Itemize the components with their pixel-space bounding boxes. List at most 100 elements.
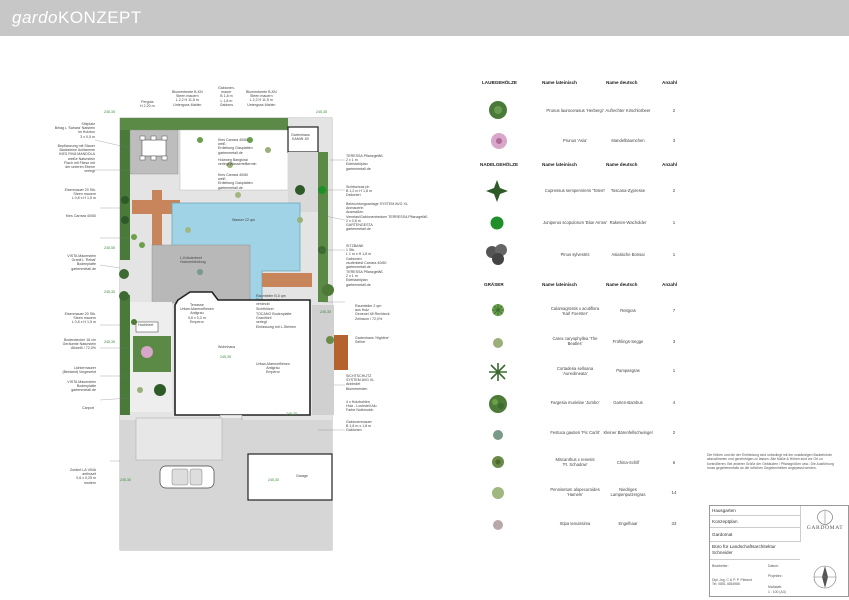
elevation-mark: 245,30 xyxy=(268,478,279,482)
elevation-mark: 245,55 xyxy=(104,246,115,250)
label-vista: VISTA Mauerstein Granit L 'Rebal' Bodenp… xyxy=(67,254,96,271)
label-sitzplatz: Sitzplatz Belag L 'Sahara' Natstein im H… xyxy=(54,122,95,139)
plant-qty: 4 xyxy=(672,400,676,405)
plant-german: Pampasgras xyxy=(616,368,640,373)
juniper-icon xyxy=(490,216,504,235)
leader-lines xyxy=(94,139,346,462)
label-lichtermaurer: Lichtermaurer (Bestand) Vorgesetzt xyxy=(62,366,96,375)
grass-icon xyxy=(491,455,505,474)
plant-latin: Cortaderia selloana 'Aureolineata' xyxy=(556,366,594,376)
label-carport: Carport xyxy=(82,406,94,410)
label-created: Bearbeiter: xyxy=(712,564,729,568)
garage xyxy=(247,453,333,501)
bamboo-icon xyxy=(488,394,508,419)
plant-german: Reitgras xyxy=(620,308,636,313)
plant-latin: Juniperus scopulorum 'Blue Arrow' xyxy=(543,220,607,225)
general-note: Die Höhen und die der Einfriedung sind u… xyxy=(707,453,834,470)
car-icon xyxy=(159,465,215,489)
grass-icon xyxy=(488,362,508,387)
flower-icon xyxy=(490,132,508,155)
plan-type: Konzeptplan xyxy=(710,516,800,528)
label-terrasse-urban: Terrasse Urban-Marmorfliesen Antigrau 0,… xyxy=(180,303,214,324)
plant-qty: 2 xyxy=(672,430,676,435)
plant-latin: Pinus sylvestris xyxy=(560,252,590,257)
label-raumteiler-2: Raumteiler 2 qm aus Holz Geneuel 48 Rech… xyxy=(355,304,390,321)
plant-qty: 7 xyxy=(672,308,676,313)
label-wasser: Wasser 22 qm xyxy=(232,218,256,222)
section-header-graeser: GRÄSER xyxy=(484,282,504,287)
plant-german: Mandelbäumchen xyxy=(611,138,645,143)
plant-german: Raketen-Wacholder xyxy=(609,220,647,225)
pine-icon xyxy=(484,242,510,271)
label-eisenmauer: Eisenmauer 20 Stk. Steen mauern L 0,8 x … xyxy=(64,188,96,201)
label-pergola: Pergola H 2,20 m xyxy=(140,100,155,109)
label-raumteiler: Raumteiler B,5 qm Plattenschiefer verdec… xyxy=(256,294,286,311)
garden-plan-drawing xyxy=(94,117,348,551)
label-gabionen-2: Gabionenmauer B 1,8 m x 1,8 m Gabionen xyxy=(346,420,372,433)
garden-house-highline xyxy=(334,335,348,370)
plant-qty: 3 xyxy=(672,339,676,344)
label-project-no: Projektnr.: xyxy=(768,574,784,578)
label-eisenmauer-2: Eisenmauer 20 Stk. Steen mauern L 0,8 x … xyxy=(64,312,96,325)
label-blumenbeete-2: Blumenbeete B,KN Steen mauern L 2,2 H 11… xyxy=(246,90,277,107)
plant-german: Garten-Bambus xyxy=(613,400,643,405)
label-gabionen: Gabionen- mauer B 1,8 m L 1,8 m Gabions xyxy=(218,86,235,107)
plant-latin: Calamagrostis x acutiflora 'Karl Foerste… xyxy=(550,306,600,316)
col-latin: Name lateinisch xyxy=(542,282,577,287)
author-info: Dipl.-Ing. C & P. P. Pieland Tel. 0851 4… xyxy=(712,578,752,586)
label-urban-2: Urban-Marmorfliesen Antigrau Emperor xyxy=(256,362,290,375)
label-beleuchtung: Beleuchtungsanlage SYSTEM AVG XL Anmauer… xyxy=(346,202,428,232)
plant-qty: 1 xyxy=(672,252,676,257)
plant-latin: Carex caryophyllea 'The Beatles' xyxy=(552,336,598,346)
dining-chairs xyxy=(139,135,168,161)
plant-latin: Miscanthus x renesis 'Ft. Schadow' xyxy=(555,457,595,467)
garden-shed-1 xyxy=(287,126,319,153)
plant-latin: Cupressus sempervirens 'Totem' xyxy=(544,188,606,193)
plant-latin: Prunus laurocerasus 'Herbergi' xyxy=(546,108,604,113)
grass-icon xyxy=(492,428,504,446)
plant-qty: 1 xyxy=(672,368,676,373)
section-header-laubgehoelze: LAUBGEHÖLZE xyxy=(482,80,517,85)
company-name: Gardomat xyxy=(710,528,800,542)
col-qty: Anzahl xyxy=(662,162,678,167)
pool-deck xyxy=(262,273,312,287)
lawn-right xyxy=(288,152,318,212)
plant-german: Asiatische Bonsai xyxy=(611,252,645,257)
elevation-mark: 245,35 xyxy=(104,110,115,114)
house-outline xyxy=(174,291,311,416)
label-sichtschutz-1: Sichtschutz ph B 1,2 m H 1,8 m Dekoriert xyxy=(346,185,372,198)
col-german: Name deutsch xyxy=(606,162,638,167)
shrub-icon xyxy=(488,100,508,125)
label-garage: Garage xyxy=(296,474,308,478)
label-date: Datum: xyxy=(768,564,779,568)
hedge-right xyxy=(318,152,328,302)
elevation-mark: 245,35 xyxy=(104,340,115,344)
label-tocano: TOCANO Bodenplatte Granithell verlegt Ei… xyxy=(256,312,296,329)
label-terrasse-1: TERESSA Pflanzgefäß 2 x 1 m Edelstahlpla… xyxy=(346,154,383,171)
grass-icon xyxy=(491,486,505,505)
label-bepflanzung: Bepflanzung mit Stauer Backsteine Achtam… xyxy=(57,144,95,174)
label-scale: Maßstab: xyxy=(768,585,783,589)
plant-german: Kleiner Bärenfellschwingel xyxy=(603,430,653,435)
header-bar: gardoKONZEPT xyxy=(0,0,849,36)
elevation-mark: 245,35 xyxy=(104,290,115,294)
plant-qty: 14 xyxy=(671,490,677,495)
compass-north-icon xyxy=(813,565,837,589)
col-german: Name deutsch xyxy=(606,80,638,85)
plant-latin: Pennisetum alopecuroides 'Hameln' xyxy=(550,487,600,497)
plant-qty: 3 xyxy=(672,138,676,143)
section-header-nadelgehoelze: NADELGEHÖLZE xyxy=(480,162,519,167)
plant-latin: Prunus 'Asia' xyxy=(562,138,588,143)
dining-table xyxy=(141,139,167,157)
gardomat-leaf-icon xyxy=(817,509,833,526)
col-qty: Anzahl xyxy=(662,80,678,85)
wooden-deck-strip xyxy=(152,190,162,250)
carport xyxy=(135,417,223,461)
plant-latin: Stipa tenuissima xyxy=(559,521,591,526)
garden-plan: Pergola H 2,20 m Blumenbeete B,KN Steen … xyxy=(0,40,470,600)
label-terrasse-2: TERESSA Pflanzgefäß 2 x 1 m Edelstahlpla… xyxy=(346,270,383,287)
plant-german: Aufrechter Kirschlorbeer xyxy=(605,108,651,113)
plant-german: Frühlings-Segge xyxy=(612,339,644,344)
label-sichtschutz-2: SICHTSCHUTZ SYSTEM AVG XL Anbindet Blume… xyxy=(346,374,375,391)
grass-icon xyxy=(492,336,504,354)
